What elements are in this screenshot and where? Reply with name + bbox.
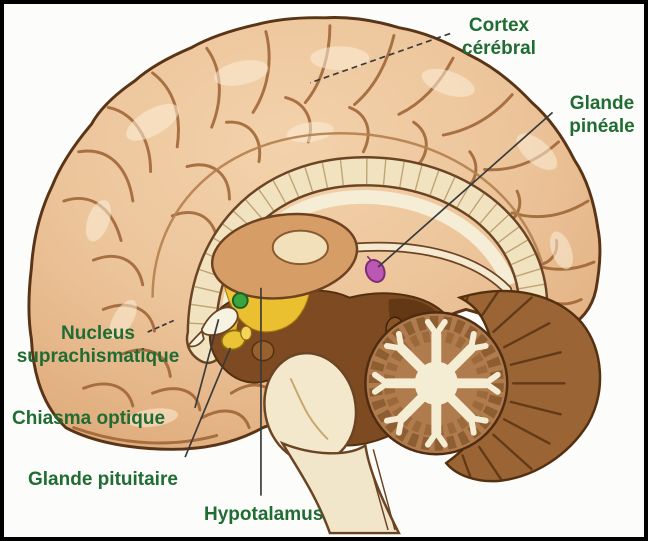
mammillary-body bbox=[251, 340, 275, 362]
cerebellum bbox=[364, 289, 602, 483]
gyri-highlights bbox=[85, 46, 573, 428]
label-pineal: Glande pinéale bbox=[547, 92, 644, 138]
pituitary-leader-line bbox=[184, 347, 232, 458]
label-cortex: Cortex cérébral bbox=[444, 14, 554, 60]
arbor-vitae bbox=[371, 318, 501, 448]
label-pituitary: Glande pituitaire bbox=[28, 468, 178, 491]
label-chiasma: Chiasma optique bbox=[12, 407, 165, 430]
label-pineal-line1: Glande bbox=[569, 93, 635, 114]
label-hypothalamus-text: Hypotalamus bbox=[204, 504, 324, 525]
brain-illustration bbox=[27, 16, 602, 535]
label-pituitary-text: Glande pituitaire bbox=[28, 469, 178, 490]
label-cortex-line1: Cortex bbox=[468, 15, 530, 36]
brainstem bbox=[263, 351, 401, 535]
label-cortex-line2: cérébral bbox=[462, 38, 536, 59]
cortex-leader-line bbox=[309, 32, 451, 84]
label-scn-line2: suprachismatique bbox=[16, 346, 180, 367]
label-scn-line1: Nucleus bbox=[61, 323, 135, 344]
label-hypothalamus: Hypotalamus bbox=[204, 503, 323, 526]
leader-lines bbox=[147, 32, 554, 496]
thalamus bbox=[210, 212, 359, 300]
pituitary-posterior-lobe bbox=[240, 325, 253, 341]
chiasma-leader-line bbox=[194, 319, 220, 409]
optic-chiasm bbox=[186, 306, 239, 348]
pineal-leader-line bbox=[377, 111, 554, 268]
cingulate-sulcus bbox=[151, 132, 543, 298]
label-pineal-line2: pinéale bbox=[569, 116, 635, 137]
label-scn: Nucleus suprachismatique bbox=[7, 322, 189, 368]
scn-leader-line bbox=[147, 319, 175, 333]
gyri-lines bbox=[62, 24, 596, 445]
interthalamic-adhesion bbox=[271, 229, 329, 266]
label-chiasma-text: Chiasma optique bbox=[12, 408, 166, 429]
suprachiasmatic-nucleus bbox=[231, 292, 249, 309]
